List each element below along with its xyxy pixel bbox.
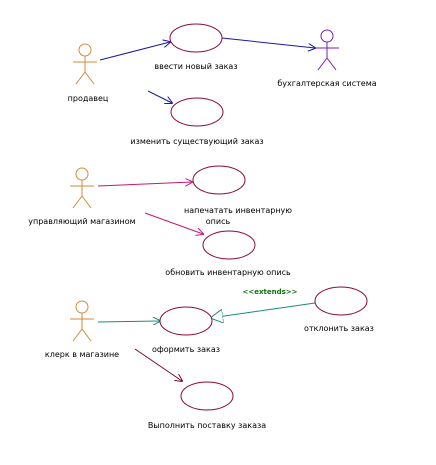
usecase-update-inventory-ellipse[interactable] — [202, 230, 256, 260]
usecase-cancel-order-ellipse[interactable] — [314, 286, 368, 316]
actor-seller-figure[interactable] — [73, 43, 97, 85]
usecase-new-order-label: ввести новый заказ — [154, 62, 237, 71]
extends-cancel-to-place-order — [210, 302, 316, 318]
extends-stereotype-label: <<extends>> — [243, 288, 298, 296]
usecase-change-order-label: изменить существующий заказ — [130, 137, 263, 146]
actor-store-manager-figure[interactable] — [70, 167, 94, 209]
actor-accounting-label: бухгалтерская система — [277, 79, 376, 88]
usecase-print-inventory-label-line2: опись — [206, 217, 231, 226]
association-clerk-deliver-order — [134, 348, 182, 381]
actor-seller-label: продавец — [68, 94, 109, 103]
association-seller-change-order — [147, 90, 172, 103]
usecase-change-order-ellipse[interactable] — [170, 97, 224, 127]
association-manager-update-inventory — [144, 212, 203, 234]
association-new-order-accounting — [221, 37, 315, 48]
actor-accounting-figure[interactable] — [315, 29, 339, 71]
association-manager-print-inventory — [97, 182, 192, 187]
usecase-update-inventory-label: обновить инвентарную опись — [165, 268, 291, 277]
actor-clerk-figure[interactable] — [70, 300, 94, 342]
usecase-cancel-order-label: отклонить заказ — [304, 324, 374, 333]
usecase-new-order-ellipse[interactable] — [169, 23, 223, 53]
usecase-print-inventory-ellipse[interactable] — [192, 165, 246, 195]
usecase-deliver-order-ellipse[interactable] — [180, 381, 234, 411]
usecase-print-inventory-label: напечатать инвентарную — [184, 206, 292, 215]
actor-clerk-label: клерк в магазине — [45, 350, 119, 359]
usecase-place-order-ellipse[interactable] — [159, 306, 213, 336]
association-seller-new-order — [99, 42, 170, 61]
usecase-deliver-order-label: Выполнить поставку заказа — [148, 421, 266, 430]
actor-store-manager-label: управляющий магазином — [28, 217, 135, 226]
usecase-place-order-label: оформить заказ — [152, 345, 220, 354]
association-clerk-place-order — [97, 321, 160, 322]
